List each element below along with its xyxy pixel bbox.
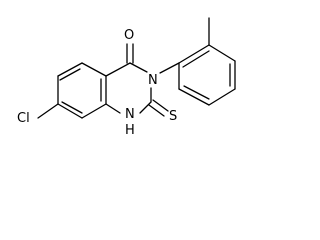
sulfur-atom-label: S bbox=[169, 109, 178, 124]
bond bbox=[159, 62, 180, 74]
hydrogen-1-atom-label: H bbox=[125, 123, 135, 138]
bond bbox=[37, 103, 59, 119]
nitrogen-1-atom-label: N bbox=[125, 107, 135, 122]
bond bbox=[59, 68, 81, 81]
bond bbox=[81, 62, 107, 77]
bond bbox=[81, 103, 107, 119]
bond bbox=[57, 62, 83, 77]
bond bbox=[105, 103, 121, 114]
bond bbox=[148, 104, 165, 117]
oxygen-atom-label: O bbox=[124, 28, 135, 43]
nitrogen-3-atom-label: N bbox=[148, 73, 158, 88]
bond bbox=[139, 101, 152, 114]
bond bbox=[57, 103, 83, 119]
bond bbox=[129, 62, 148, 73]
bond bbox=[208, 44, 236, 62]
bond bbox=[208, 88, 236, 106]
bond bbox=[183, 85, 210, 100]
bond bbox=[152, 99, 169, 112]
bond bbox=[178, 88, 210, 106]
chlorine-atom-label: Cl bbox=[17, 111, 30, 126]
bond bbox=[182, 50, 210, 68]
bond bbox=[105, 62, 131, 77]
structure-canvas: O N N H S Cl bbox=[17, 17, 236, 138]
bond-drawing bbox=[37, 17, 236, 119]
bond bbox=[61, 101, 83, 114]
bond bbox=[178, 44, 210, 64]
